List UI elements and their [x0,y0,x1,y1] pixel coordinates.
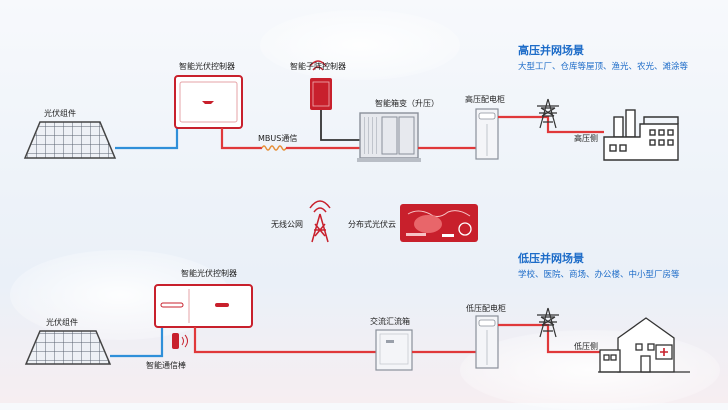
ac-combiner-label: 交流汇流箱 [370,317,410,326]
high-scenario-subtitle: 大型工厂、仓库等屋顶、渔光、农光、滩涂等 [518,62,689,72]
pv-panel-high [23,121,117,159]
comm-line-subarray [320,110,366,141]
hv-cabinet [475,108,499,160]
dc-line-low [110,327,164,358]
school-hospital-buildings [598,317,690,373]
ac-line-low-1 [193,327,378,354]
wireless-label: 无线公网 [271,220,303,229]
transmission-tower-low [537,307,559,338]
lv-cabinet [475,315,499,369]
ac-line-low-3 [498,323,604,354]
inverter-high [174,75,243,129]
box-transformer-label: 智能箱变（升压） [375,99,439,108]
smart-dongle-label: 智能通信棒 [146,361,186,370]
pv-cloud-label: 分布式光伏云 [348,220,396,229]
inverter-label-high: 智能光伏控制器 [179,62,235,71]
pv-label-low: 光伏组件 [46,318,78,327]
lv-cabinet-label: 低压配电柜 [466,304,506,313]
ac-line-high-4 [498,115,604,134]
subarray-controller [309,60,332,110]
pv-label-high: 光伏组件 [44,109,76,118]
ac-line-high-1 [220,128,262,150]
hv-cabinet-label: 高压配电柜 [465,95,505,104]
high-scenario-title: 高压并网场景 [518,44,584,57]
mbus-label: MBUS通信 [258,134,298,143]
hv-grid-side-label: 高压侧 [574,134,598,143]
ac-combiner-box [375,329,413,371]
low-scenario-title: 低压并网场景 [518,252,584,265]
wireless-tower-icon [309,200,331,243]
inverter-low [154,284,253,328]
pv-cloud-dashboard [400,204,478,242]
box-transformer [357,112,421,162]
background-cloud [260,10,460,80]
lv-grid-side-label: 低压侧 [574,342,598,351]
mbus-coil [261,145,287,151]
inverter-label-low: 智能光伏控制器 [181,269,237,278]
transmission-tower-high [537,98,559,129]
smart-dongle [172,333,188,349]
background-cloud [460,330,720,410]
low-scenario-subtitle: 学校、医院、商场、办公楼、中小型厂房等 [518,270,680,280]
factory-building [603,109,679,161]
pv-panel-low [24,330,112,365]
subarray-controller-label: 智能子阵控制器 [290,62,346,71]
dc-line-high [115,128,179,150]
